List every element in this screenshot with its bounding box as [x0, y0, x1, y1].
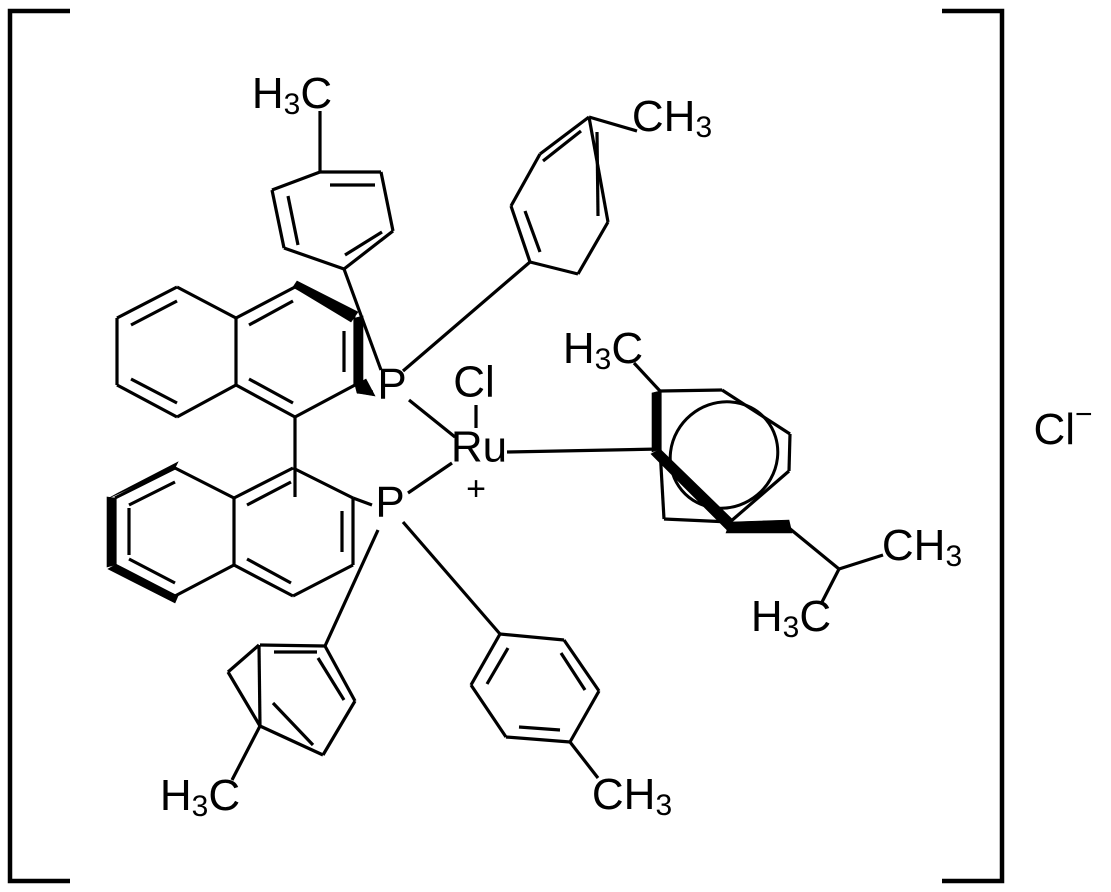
- p-cymene-arene: [632, 361, 841, 571]
- methyl-label-isopropyl-lower: H3C: [751, 592, 831, 644]
- methyl-label-bottom-right: CH3: [592, 770, 672, 822]
- chloride-ligand-label: Cl: [453, 358, 495, 407]
- p-ru-bonds: [407, 398, 457, 495]
- right-bracket: [942, 8, 1005, 884]
- phosphorus-label-bottom: P: [375, 478, 404, 527]
- methyl-label-cymene: H3C: [563, 324, 643, 376]
- tolyl-top-right: [401, 115, 638, 373]
- ruthenium-charge-label: +: [466, 470, 486, 508]
- methyl-label-top-left: H3C: [252, 69, 332, 121]
- phosphorus-label-top: P: [377, 360, 406, 409]
- lower-naphthalene: [106, 461, 373, 604]
- isopropyl-group: [819, 553, 884, 605]
- methyl-label-isopropyl-right: CH3: [882, 521, 962, 573]
- methyl-label-bottom-left: H3C: [160, 771, 240, 823]
- methyl-label-top-right: CH3: [632, 92, 712, 144]
- left-bracket: [7, 8, 70, 884]
- tolyl-bottom-right: [401, 520, 601, 779]
- chloride-counterion-label: Cl−: [1033, 398, 1092, 454]
- upper-naphthalene: [115, 280, 376, 419]
- ruthenium-label: Ru: [451, 423, 507, 472]
- tolyl-bottom-left: [226, 529, 380, 781]
- ru-arene-bond: [506, 447, 661, 454]
- tolyl-top-left: [270, 111, 395, 371]
